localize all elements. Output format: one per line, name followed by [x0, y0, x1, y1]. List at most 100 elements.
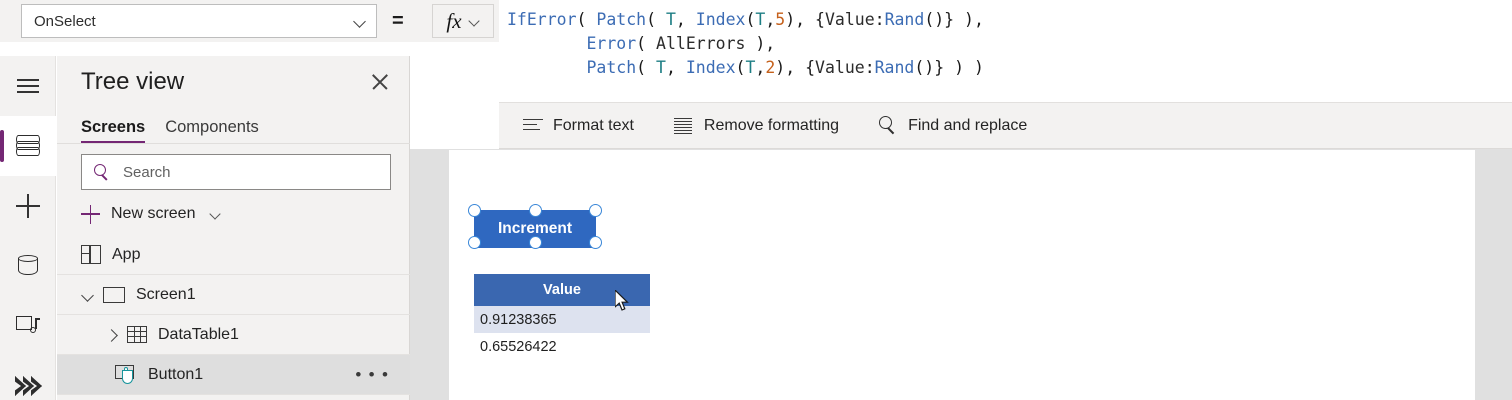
- formula-token: Patch: [596, 10, 647, 29]
- selection-handle-top-left[interactable]: [468, 204, 481, 217]
- table-row[interactable]: 0.65526422: [474, 333, 650, 360]
- selection-handle-top-center[interactable]: [529, 204, 542, 217]
- formula-token: T: [665, 10, 676, 29]
- formula-token: :: [874, 10, 885, 29]
- tab-components[interactable]: Components: [165, 118, 259, 136]
- selection-handle-bottom-left[interactable]: [468, 236, 481, 249]
- formula-toolbar: Format text Remove formatting Find and r…: [499, 103, 1512, 149]
- datatable-column-header-label: Value: [543, 282, 581, 298]
- formula-token: [507, 58, 586, 77]
- formula-token: Rand: [884, 10, 925, 29]
- tree-item-label: Screen1: [136, 285, 196, 303]
- table-icon: [127, 326, 147, 343]
- formula-token: ),: [745, 34, 776, 53]
- tree-item-label: Button1: [148, 365, 204, 383]
- datatable-cell-value: 0.91238365: [480, 311, 557, 328]
- canvas-button-label: Increment: [497, 220, 573, 237]
- tree-item-label: DataTable1: [158, 325, 239, 343]
- formula-editor[interactable]: IfError( Patch( T, Index(T,5), {Value:Ra…: [499, 0, 1512, 103]
- power-automate-flow-icon: [15, 376, 42, 396]
- canvas-datatable[interactable]: Value 0.91238365 0.65526422: [474, 274, 650, 360]
- formula-token: ,: [675, 10, 696, 29]
- property-dropdown-value: OnSelect: [34, 12, 96, 30]
- rail-item-tree-view[interactable]: [0, 116, 56, 176]
- formula-token: (: [636, 34, 657, 53]
- selection-handle-bottom-center[interactable]: [529, 236, 542, 249]
- new-screen-label: New screen: [111, 205, 196, 222]
- fx-button[interactable]: fx: [432, 4, 494, 38]
- formula-token: Index: [695, 10, 746, 29]
- formula-token: IfError: [507, 10, 577, 29]
- find-and-replace-button[interactable]: Find and replace: [873, 110, 1033, 142]
- formula-token: T: [755, 10, 766, 29]
- plus-insert-icon: [16, 194, 40, 218]
- format-text-icon: [523, 118, 543, 134]
- remove-formatting-label: Remove formatting: [703, 116, 840, 134]
- formula-token: ()} ),: [924, 10, 984, 29]
- close-icon[interactable]: [370, 72, 390, 92]
- search-icon: [879, 116, 898, 135]
- formula-token: :: [864, 58, 875, 77]
- formula-token: ,: [755, 58, 766, 77]
- tree-item-app[interactable]: App: [57, 235, 410, 275]
- search-icon: [94, 163, 111, 181]
- rail-item-data[interactable]: [0, 236, 56, 296]
- format-text-button[interactable]: Format text: [517, 110, 640, 142]
- chevron-right-icon[interactable]: [105, 328, 119, 342]
- rail-item-power-automate[interactable]: [0, 356, 56, 400]
- property-dropdown[interactable]: OnSelect: [21, 4, 377, 38]
- formula-token: Error: [586, 34, 637, 53]
- equals-sign: =: [392, 10, 404, 32]
- table-row[interactable]: 0.91238365: [474, 306, 650, 333]
- chevron-down-icon: [469, 16, 480, 27]
- tree-view-header: Tree view: [57, 56, 410, 108]
- chevron-down-icon: [354, 15, 366, 27]
- formula-token: Rand: [874, 58, 915, 77]
- tree-item-screen1[interactable]: Screen1: [57, 275, 410, 315]
- formula-token: T: [745, 58, 756, 77]
- tree-item-datatable1[interactable]: DataTable1: [57, 315, 410, 355]
- search-input[interactable]: Search: [81, 154, 391, 190]
- formula-line: Patch( T, Index(T,2), {Value:Rand()} ) ): [507, 56, 983, 80]
- tree-item-label: App: [112, 245, 141, 263]
- tab-screens[interactable]: Screens: [81, 118, 146, 143]
- fx-icon: fx: [446, 9, 462, 33]
- rail-item-menu[interactable]: [0, 56, 56, 116]
- formula-code-text[interactable]: IfError( Patch( T, Index(T,5), {Value:Ra…: [507, 8, 984, 80]
- chevron-down-icon: [210, 209, 221, 220]
- remove-formatting-button[interactable]: Remove formatting: [668, 110, 845, 142]
- rail-item-insert[interactable]: [0, 176, 56, 236]
- media-icon: [16, 315, 40, 337]
- datatable-cell-value: 0.65526422: [480, 338, 557, 355]
- left-icon-rail: [0, 56, 56, 400]
- search-placeholder: Search: [123, 163, 171, 181]
- remove-formatting-icon: [673, 117, 694, 135]
- format-text-label: Format text: [553, 116, 634, 134]
- formula-token: Value: [824, 10, 875, 29]
- find-and-replace-label: Find and replace: [908, 116, 1028, 134]
- formula-token: Index: [685, 58, 736, 77]
- formula-token: (: [745, 10, 756, 29]
- formula-token: 5: [775, 10, 786, 29]
- selection-handle-top-right[interactable]: [589, 204, 602, 217]
- formula-token: ), {: [775, 58, 816, 77]
- formula-token: AllErrors: [656, 34, 746, 53]
- formula-token: (: [735, 58, 746, 77]
- selection-handle-bottom-right[interactable]: [589, 236, 602, 249]
- chevron-down-icon[interactable]: [81, 288, 95, 302]
- database-data-icon: [18, 255, 38, 277]
- tree-item-context-menu-button[interactable]: • • •: [355, 364, 390, 384]
- panel-title: Tree view: [81, 68, 185, 95]
- formula-line: Error( AllErrors ),: [507, 32, 984, 56]
- rail-item-media[interactable]: [0, 296, 56, 356]
- tree-item-button1[interactable]: Button1 • • •: [57, 355, 410, 395]
- tree-view-tabs: Screens Components: [57, 108, 410, 144]
- new-screen-button[interactable]: New screen: [81, 198, 381, 230]
- formula-token: ,: [665, 58, 686, 77]
- button-icon: [115, 364, 137, 385]
- formula-token: ,: [765, 10, 776, 29]
- formula-token: Patch: [586, 58, 637, 77]
- screen-icon: [103, 286, 125, 303]
- formula-token: ), {: [785, 10, 825, 29]
